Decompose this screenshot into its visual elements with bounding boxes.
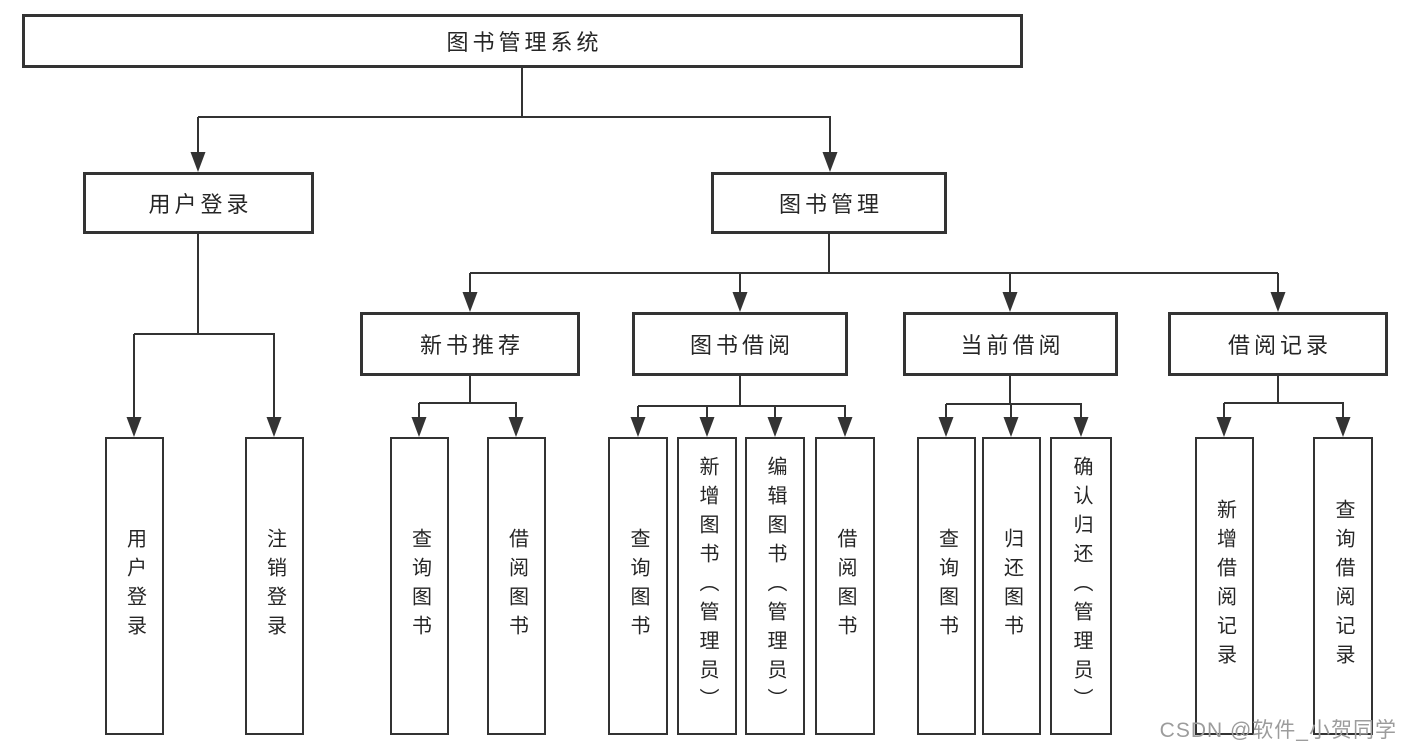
node-borrowing-records: 借阅记录 bbox=[1168, 312, 1388, 376]
arrowhead-down-icon bbox=[1073, 417, 1089, 437]
leaf-logout: 注销登录 bbox=[245, 437, 304, 735]
arrowhead-down-icon bbox=[411, 417, 427, 437]
leaf-return-books: 归还图书 bbox=[982, 437, 1041, 735]
csdn-watermark: CSDN @软件_小贺同学 bbox=[1159, 719, 1397, 742]
node-user-login-module: 用户登录 bbox=[83, 172, 314, 234]
node-label: 借阅图书 bbox=[834, 528, 856, 644]
node-book-borrowing: 图书借阅 bbox=[632, 312, 848, 376]
arrowhead-down-icon bbox=[190, 152, 206, 172]
node-book-management-module: 图书管理 bbox=[711, 172, 947, 234]
node-label: 查询借阅记录 bbox=[1332, 499, 1354, 673]
node-label: 图书管理 bbox=[778, 192, 883, 217]
leaf-query-books-current: 查询图书 bbox=[917, 437, 976, 735]
node-label: 借阅记录 bbox=[1227, 333, 1332, 358]
leaf-query-books-recommend: 查询图书 bbox=[390, 437, 449, 735]
node-current-borrowing: 当前借阅 bbox=[903, 312, 1118, 376]
arrowhead-down-icon bbox=[767, 417, 783, 437]
arrowhead-down-icon bbox=[1002, 292, 1018, 312]
arrowhead-down-icon bbox=[630, 417, 646, 437]
node-new-book-recommendation: 新书推荐 bbox=[360, 312, 580, 376]
leaf-query-borrow-record: 查询借阅记录 bbox=[1313, 437, 1373, 735]
leaf-user-login: 用户登录 bbox=[105, 437, 164, 735]
node-library-management-system: 图书管理系统 bbox=[22, 14, 1023, 68]
arrowhead-down-icon bbox=[732, 292, 748, 312]
node-label: 查询图书 bbox=[627, 528, 649, 644]
leaf-borrow-books-recommend: 借阅图书 bbox=[487, 437, 546, 735]
leaf-confirm-return-admin: 确认归还（管理员） bbox=[1050, 437, 1112, 735]
leaf-add-borrow-record: 新增借阅记录 bbox=[1195, 437, 1254, 735]
node-label: 借阅图书 bbox=[505, 528, 528, 644]
arrowhead-down-icon bbox=[1270, 292, 1286, 312]
leaf-edit-books-admin: 编辑图书（管理员） bbox=[745, 437, 805, 735]
node-label: 图书借阅 bbox=[689, 333, 794, 358]
leaf-add-books-admin: 新增图书（管理员） bbox=[677, 437, 737, 735]
arrowhead-down-icon bbox=[837, 417, 853, 437]
arrowhead-down-icon bbox=[822, 152, 838, 172]
node-label: 编辑图书（管理员） bbox=[764, 455, 786, 717]
arrowhead-down-icon bbox=[126, 417, 142, 437]
node-label: 注销登录 bbox=[263, 528, 286, 644]
arrowhead-down-icon bbox=[508, 417, 524, 437]
leaf-query-books-borrowing: 查询图书 bbox=[608, 437, 668, 735]
node-label: 新增图书（管理员） bbox=[696, 455, 718, 717]
node-label: 归还图书 bbox=[1000, 528, 1023, 644]
node-label: 查询图书 bbox=[408, 528, 431, 644]
arrowhead-down-icon bbox=[1216, 417, 1232, 437]
node-label: 新增借阅记录 bbox=[1213, 499, 1236, 673]
arrowhead-down-icon bbox=[1335, 417, 1351, 437]
arrowhead-down-icon bbox=[462, 292, 478, 312]
arrowhead-down-icon bbox=[1003, 417, 1019, 437]
node-label: 新书推荐 bbox=[419, 333, 524, 358]
node-label: 确认归还（管理员） bbox=[1070, 455, 1092, 717]
leaf-borrow-books: 借阅图书 bbox=[815, 437, 875, 735]
node-label: 用户登录 bbox=[123, 528, 146, 644]
node-label: 查询图书 bbox=[935, 528, 958, 644]
arrowhead-down-icon bbox=[699, 417, 715, 437]
arrowhead-down-icon bbox=[938, 417, 954, 437]
node-label: 图书管理系统 bbox=[446, 30, 603, 55]
node-label: 用户登录 bbox=[148, 192, 253, 217]
node-label: 当前借阅 bbox=[960, 333, 1065, 358]
arrowhead-down-icon bbox=[266, 417, 282, 437]
